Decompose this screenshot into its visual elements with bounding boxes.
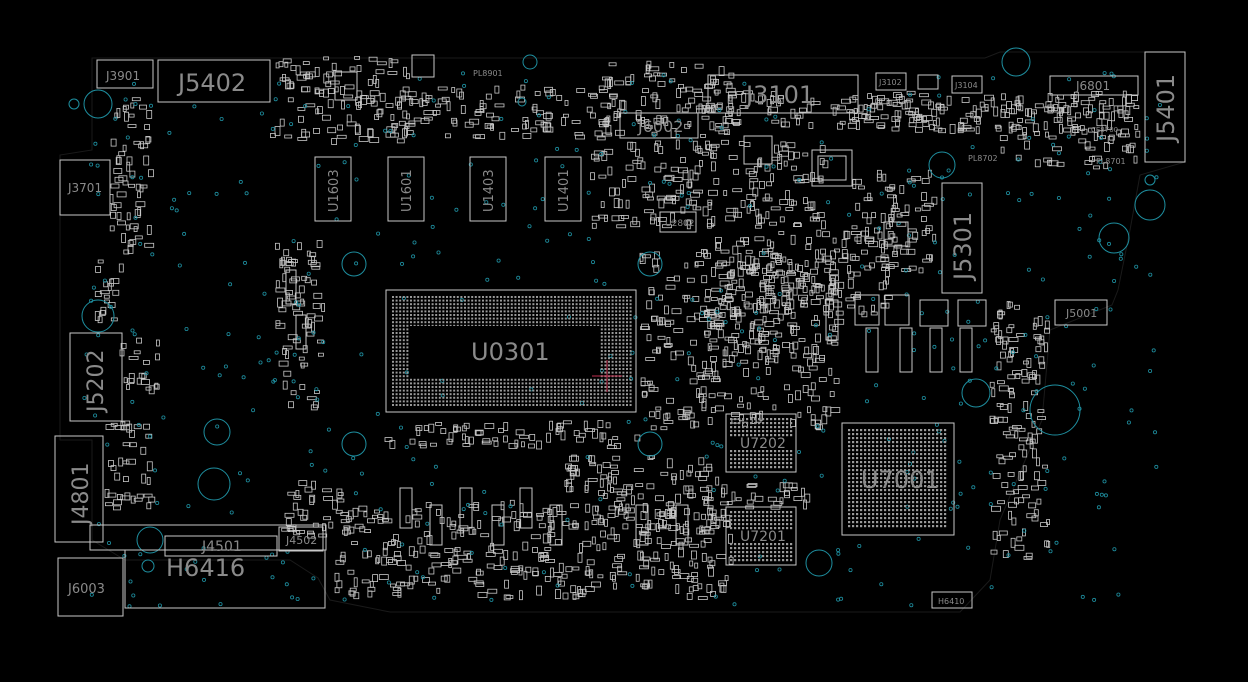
connector-j5301 (941, 182, 983, 294)
label-j6002: J6002 (637, 117, 683, 136)
connector-j4801 (54, 435, 104, 543)
connector-j6003 (57, 557, 124, 617)
label-ce8700: CE8700 (1091, 126, 1118, 134)
label-u2802: U2802 (665, 219, 695, 229)
connector-j5001 (1054, 299, 1108, 326)
connector-j3901 (96, 59, 154, 89)
connector-h6410 (931, 591, 973, 609)
connector-j3102 (875, 72, 907, 91)
label-u7001: U7001 (861, 466, 940, 494)
label-j3101: J3101 (744, 81, 814, 109)
label-j3901: J3901 (105, 69, 140, 83)
connector-j3101 (707, 74, 859, 114)
label-pl8702: PL8702 (968, 154, 998, 163)
label-j5402: J5402 (176, 69, 246, 97)
connector-j4502 (278, 526, 324, 552)
chip-u2802 (659, 211, 697, 233)
label-pl8701: PL8701 (1096, 157, 1126, 166)
label-j5401: J5401 (1152, 74, 1180, 144)
label-j6003: J6003 (67, 582, 105, 597)
connector-j4501 (164, 535, 278, 557)
label-j3102: J3102 (878, 78, 902, 87)
connector-j5401 (1144, 51, 1186, 163)
gpu-u7001 (841, 422, 955, 536)
label-h6410: H6410 (938, 597, 964, 606)
label-u7202: U7202 (740, 436, 786, 452)
mounting-holes (68, 47, 1166, 577)
label-u7201: U7201 (740, 529, 786, 545)
label-j3104: J3104 (954, 81, 978, 90)
label-u0301: U0301 (471, 338, 550, 366)
cpu-u0301 (385, 289, 637, 413)
label-j5202: J5202 (84, 350, 109, 414)
vram-u7201 (725, 506, 797, 566)
connector-j5202 (69, 332, 123, 422)
label-u1403: U1403 (482, 169, 497, 212)
label-j6801: J6801 (1075, 79, 1110, 93)
chip-u1603 (314, 156, 352, 222)
label-j5301: J5301 (949, 212, 977, 282)
label-u1603: U1603 (327, 169, 342, 212)
label-h6416: H6416 (166, 554, 245, 582)
connector-j6002 (619, 112, 699, 139)
misc-ics (334, 54, 987, 327)
memory-chips (314, 156, 582, 222)
label-pl8901: PL8901 (473, 69, 503, 78)
chip-u1403 (469, 156, 507, 222)
connector-j6801 (1049, 75, 1139, 96)
label-u1401: U1401 (557, 169, 572, 212)
chip-u1401 (544, 156, 582, 222)
vram-u7202 (725, 413, 797, 473)
label-u1601: U1601 (400, 169, 415, 212)
label-j5001: J5001 (1065, 307, 1097, 320)
label-j4801: J4801 (69, 463, 94, 527)
label-j4501: J4501 (201, 539, 242, 555)
connector-j3701 (59, 159, 111, 216)
connectors (54, 51, 1186, 617)
small-component-field (94, 56, 1141, 601)
label-j3701: J3701 (67, 181, 102, 195)
vertical-parts (285, 269, 973, 546)
connector-j5402 (157, 59, 271, 103)
label-j4502: J4502 (285, 534, 317, 547)
connector-j3104 (951, 75, 983, 94)
chip-u1601 (387, 156, 425, 222)
board-outline (59, 51, 1186, 613)
